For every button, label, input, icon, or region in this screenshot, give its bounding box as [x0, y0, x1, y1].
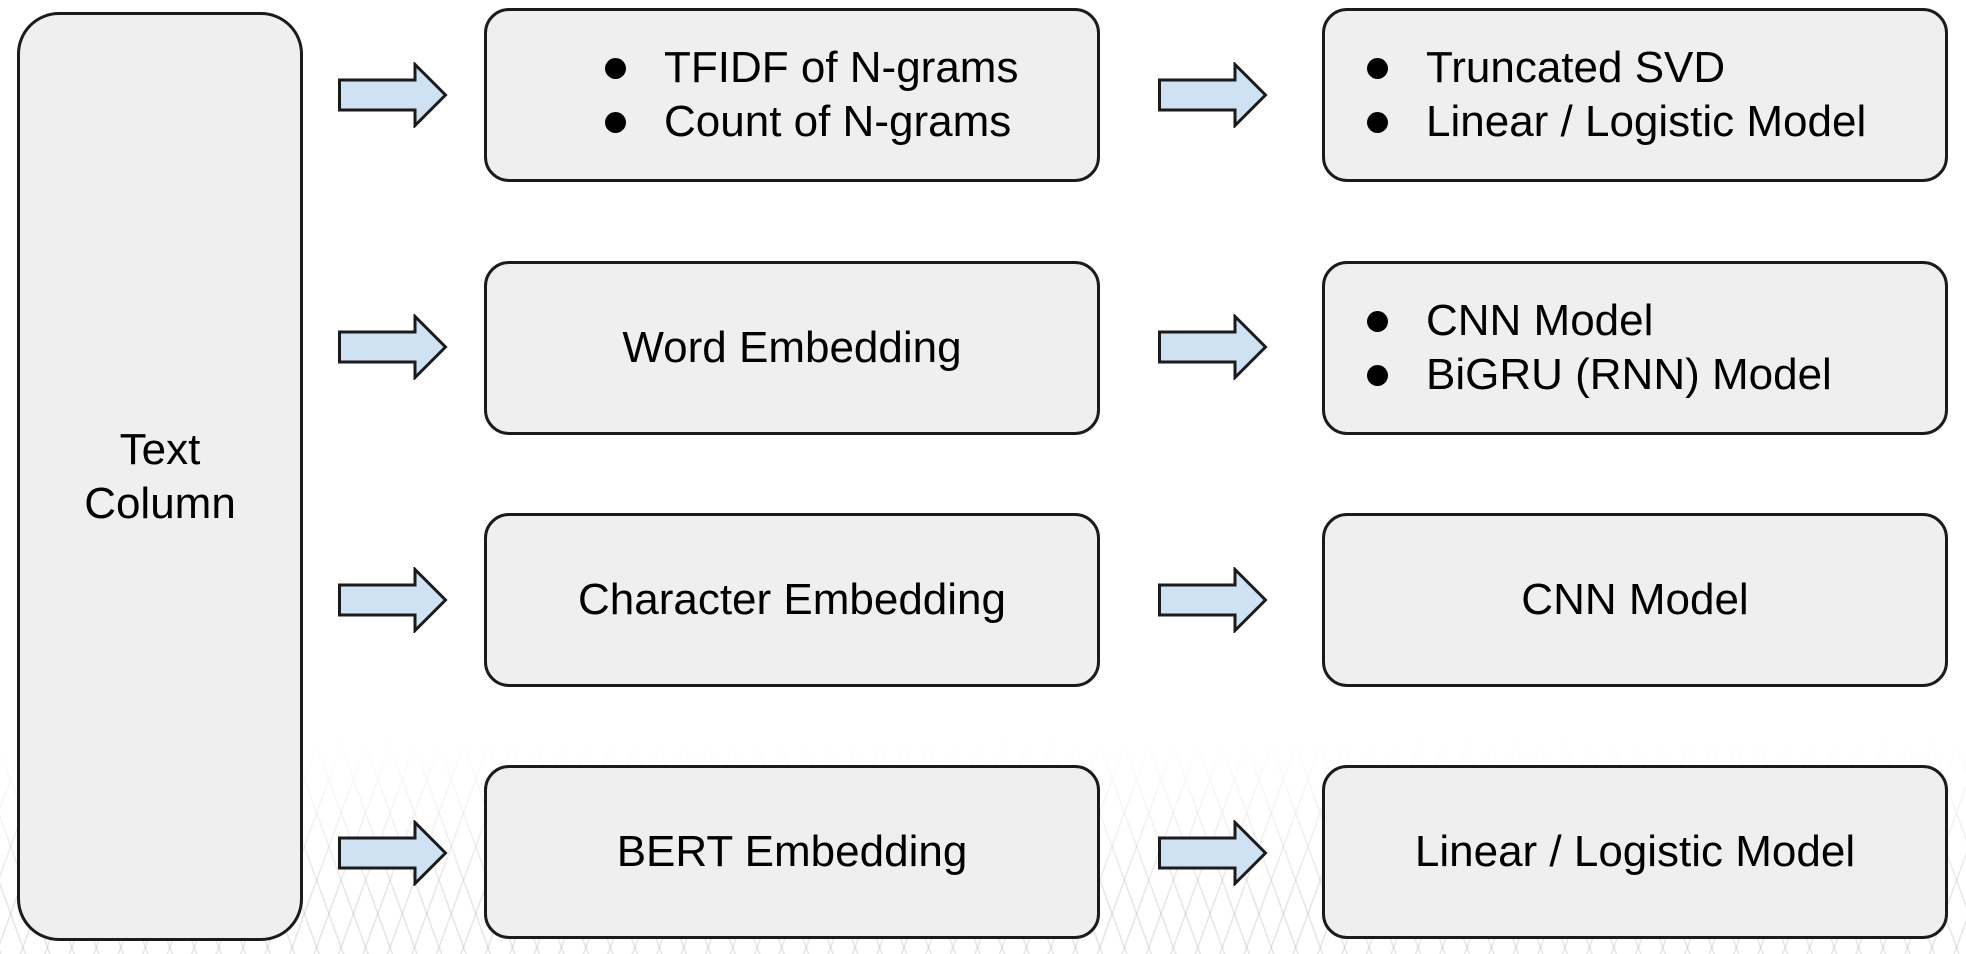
bullet-item-label: Linear / Logistic Model: [1426, 97, 1867, 146]
box-label-line: Character Embedding: [487, 573, 1097, 627]
bullet-item-label: Count of N-grams: [664, 97, 1012, 146]
bullet-item-label: TFIDF of N-grams: [664, 43, 1019, 92]
box-label: Linear / Logistic Model: [1414, 827, 1856, 876]
bullet-item: BiGRU (RNN) Model: [1325, 348, 1945, 402]
box-label-line: BERT Embedding: [487, 825, 1097, 879]
box-label: BERT Embedding: [616, 827, 968, 876]
flow-arrow-icon: [338, 820, 448, 886]
feature-box-row2: Word Embedding: [484, 261, 1100, 435]
model-box-row3: CNN Model: [1322, 513, 1948, 687]
feature-box-row4: BERT Embedding: [484, 765, 1100, 939]
box-label: CNN Model: [1521, 575, 1749, 624]
model-box-row1: Truncated SVD Linear / Logistic Model: [1322, 8, 1948, 182]
bullet-dot-icon: [1367, 310, 1388, 332]
bullet-item-label: CNN Model: [1426, 296, 1654, 345]
bullet-dot-icon: [1367, 57, 1388, 79]
model-box-row4: Linear / Logistic Model: [1322, 765, 1948, 939]
flow-arrow-icon: [1158, 314, 1268, 380]
bullet-item: CNN Model: [1325, 294, 1945, 348]
box-label: Word Embedding: [622, 323, 962, 372]
source-box: Text Column: [17, 12, 303, 941]
flow-arrow-icon: [338, 62, 448, 128]
feature-box-row3: Character Embedding: [484, 513, 1100, 687]
box-label: Character Embedding: [577, 575, 1006, 624]
flow-arrow-icon: [1158, 62, 1268, 128]
bullet-dot-icon: [1367, 111, 1388, 133]
flow-arrow-icon: [338, 567, 448, 633]
bullet-item: TFIDF of N-grams: [487, 41, 1097, 95]
bullet-dot-icon: [605, 57, 626, 79]
bullet-dot-icon: [1367, 364, 1388, 386]
bullet-item-label: BiGRU (RNN) Model: [1426, 350, 1832, 399]
flow-arrow-icon: [338, 314, 448, 380]
bullet-dot-icon: [605, 111, 626, 133]
box-label-line: Word Embedding: [487, 321, 1097, 375]
source-label: Text Column: [84, 424, 236, 528]
flow-arrow-icon: [1158, 567, 1268, 633]
box-label-line: Linear / Logistic Model: [1325, 825, 1945, 879]
flow-arrow-icon: [1158, 820, 1268, 886]
bullet-item: Count of N-grams: [487, 95, 1097, 149]
box-label-line: CNN Model: [1325, 573, 1945, 627]
bullet-item: Linear / Logistic Model: [1325, 95, 1945, 149]
bullet-item-label: Truncated SVD: [1426, 43, 1726, 92]
bullet-item: Truncated SVD: [1325, 41, 1945, 95]
